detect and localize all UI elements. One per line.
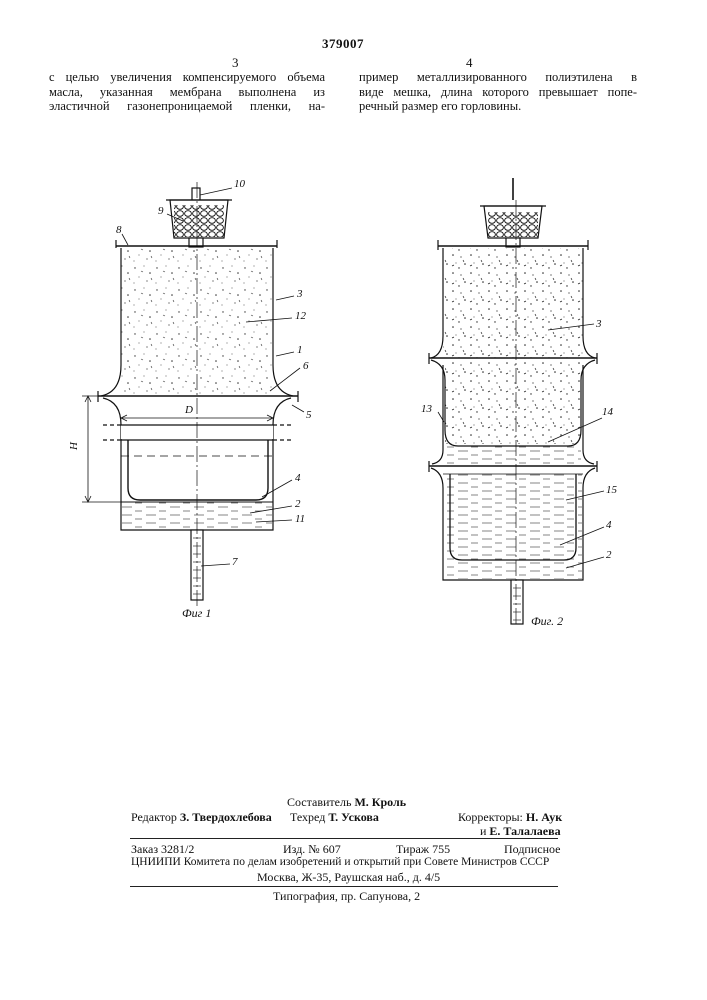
compiler-label: Составитель [287,795,351,809]
fig1-label-11: 11 [295,513,305,525]
fig2-label-3: 3 [596,318,602,330]
fig1-label-1: 1 [297,344,303,356]
fig2-label-2: 2 [606,549,612,561]
institute: ЦНИИПИ Комитета по делам изобретений и о… [131,856,549,868]
fig1-label-4: 4 [295,472,301,484]
techred-label: Техред [290,810,325,824]
figure-1 [82,182,304,608]
corrector-1: Н. Аук [526,810,562,824]
corrector-2: Е. Талалаева [489,824,560,838]
fig1-label-7: 7 [232,556,238,568]
fig1-label-5: 5 [306,409,312,421]
editor: Редактор З. Твердохлебова [131,810,272,825]
subscription: Подписное [504,842,561,857]
figure-1-caption: Фиг 1 [182,606,211,621]
edition-number: Изд. № 607 [283,842,341,857]
fig1-label-2: 2 [295,498,301,510]
figure-2 [429,178,604,625]
fig2-label-15: 15 [606,484,617,496]
fig1-label-d: D [185,404,193,416]
order-number: Заказ 3281/2 [131,842,194,857]
divider [130,838,558,839]
fig2-label-4: 4 [606,519,612,531]
corrector-2-prefix: и [480,824,486,838]
fig1-label-8: 8 [116,224,122,236]
correctors-label: Корректоры: [458,810,523,824]
corrector-2-line: и Е. Талалаева [480,824,561,839]
fig1-label-12: 12 [295,310,306,322]
circulation: Тираж 755 [396,842,450,857]
compiler-name: М. Кроль [354,795,406,809]
fig1-label-6: 6 [303,360,309,372]
techred: Техред Т. Ускова [290,810,379,825]
editor-name: З. Твердохлебова [180,810,272,824]
editor-label: Редактор [131,810,177,824]
techred-name: Т. Ускова [328,810,379,824]
printing-house: Типография, пр. Сапунова, 2 [273,889,420,904]
divider [130,886,558,887]
fig2-label-14: 14 [602,406,613,418]
fig1-label-10: 10 [234,178,245,190]
correctors: Корректоры: Н. Аук [458,810,562,825]
fig2-label-13: 13 [421,403,432,415]
fig1-label-9: 9 [158,205,164,217]
address: Москва, Ж-35, Раушская наб., д. 4/5 [257,870,440,885]
fig1-label-3: 3 [297,288,303,300]
fig1-label-h: H [68,442,80,450]
compiler: Составитель М. Кроль [287,795,406,810]
figure-2-caption: Фиг. 2 [531,614,563,629]
